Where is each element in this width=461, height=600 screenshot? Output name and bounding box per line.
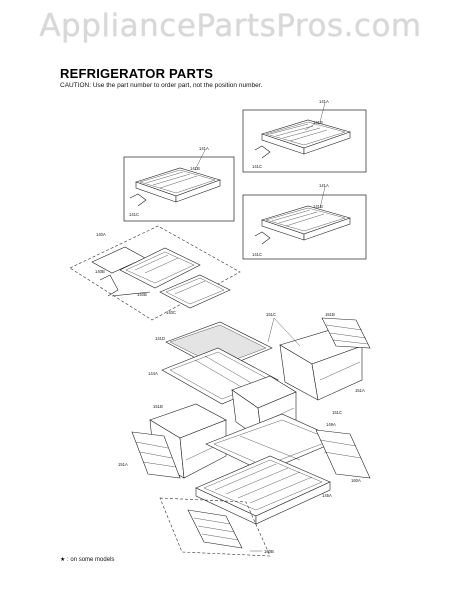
callout-160a: 160A — [351, 478, 361, 483]
callout-151a: 151A — [355, 388, 365, 393]
shelf-assembly-top-right: 141A 141B 141C — [242, 99, 367, 173]
callout-141c: 141C — [252, 164, 262, 169]
callout-151c: 151C — [266, 312, 276, 317]
folding-shelf-assembly: 140A 140B 140B 140C — [69, 225, 241, 321]
callout-151b: 151B — [325, 312, 335, 317]
callout-141b: 141B — [313, 204, 323, 209]
shelf-assembly-middle-left: 141A 141B 141C — [123, 146, 235, 222]
caution-note: CAUTION: Use the part number to order pa… — [60, 82, 263, 89]
callout-149a: 149A — [326, 422, 336, 427]
callout-151a: 151A — [118, 462, 128, 467]
callout-151c: 151C — [332, 410, 342, 415]
bottom-frame-tray: 149A 160A 145A — [195, 413, 371, 525]
left-crisper-drawer: 151B 151A — [118, 403, 227, 479]
callout-141d: 141D — [155, 336, 165, 341]
callout-141a: 141A — [319, 183, 329, 188]
callout-145a: 145A — [322, 493, 332, 498]
callout-140a: 140A — [96, 232, 106, 237]
callout-160b: 160B — [264, 549, 274, 554]
callout-140b: 140B — [95, 269, 105, 274]
callout-141b: 141B — [190, 166, 200, 171]
callout-140c: 140C — [166, 310, 176, 315]
callout-151b: 151B — [153, 404, 163, 409]
callout-141c: 141C — [129, 212, 139, 217]
callout-141a: 141A — [199, 146, 209, 151]
footnote-some-models: ★ : on some models — [60, 557, 115, 563]
callout-141c: 141C — [252, 252, 262, 257]
callout-140b: 140B — [137, 292, 147, 297]
page-title: REFRIGERATOR PARTS — [60, 66, 214, 81]
site-watermark: AppliancePartsPros.com — [39, 8, 422, 44]
vegetable-cover-assembly: 160B — [159, 497, 274, 557]
shelf-assembly-middle-right: 141A 141B 141C — [242, 183, 367, 260]
callout-141b: 141B — [313, 120, 323, 125]
callout-141a: 141A — [319, 99, 329, 104]
callout-144a: 144A — [148, 371, 158, 376]
header-band: AppliancePartsPros.com — [0, 0, 461, 60]
